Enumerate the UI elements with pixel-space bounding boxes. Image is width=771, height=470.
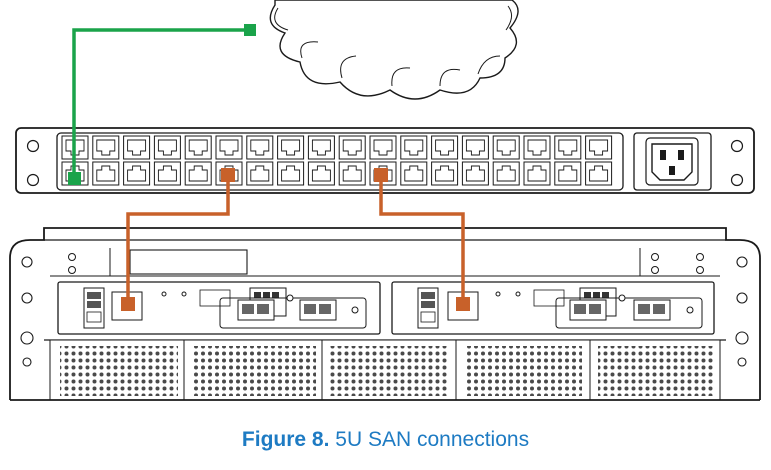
switch-port <box>124 162 150 185</box>
controller-module <box>58 282 380 334</box>
ethernet-switch <box>16 128 754 193</box>
switch-port <box>308 136 334 159</box>
switch-port <box>555 162 581 185</box>
switch-port <box>185 162 211 185</box>
switch-port <box>586 162 612 185</box>
controller-module <box>392 282 714 334</box>
figure-title: 5U SAN connections <box>335 428 529 451</box>
san-connection-diagram <box>0 0 771 420</box>
switch-port <box>524 136 550 159</box>
switch-port <box>586 136 612 159</box>
switch-port <box>493 136 519 159</box>
switch-port <box>339 162 365 185</box>
switch-port <box>247 136 273 159</box>
switch-port <box>493 162 519 185</box>
switch-port <box>432 162 458 185</box>
fan-module <box>50 340 720 400</box>
switch-port <box>154 162 180 185</box>
switch-port <box>462 162 488 185</box>
switch-port <box>462 136 488 159</box>
switch-port <box>185 136 211 159</box>
switch-port <box>308 162 334 185</box>
switch-port <box>278 136 304 159</box>
switch-port <box>278 162 304 185</box>
figure-caption: Figure 8. 5U SAN connections <box>0 428 771 452</box>
switch-port <box>247 162 273 185</box>
switch-port <box>93 162 119 185</box>
switch-port <box>216 136 242 159</box>
switch-port <box>401 136 427 159</box>
switch-port <box>432 136 458 159</box>
switch-port <box>555 136 581 159</box>
switch-port <box>124 136 150 159</box>
cloud-icon <box>270 0 518 99</box>
storage-enclosure <box>10 228 760 400</box>
power-inlet-icon <box>634 133 711 190</box>
figure-label: Figure 8. <box>242 428 330 451</box>
switch-port <box>154 136 180 159</box>
switch-port <box>370 136 396 159</box>
switch-port <box>401 162 427 185</box>
switch-port <box>339 136 365 159</box>
switch-port <box>524 162 550 185</box>
switch-port <box>93 136 119 159</box>
